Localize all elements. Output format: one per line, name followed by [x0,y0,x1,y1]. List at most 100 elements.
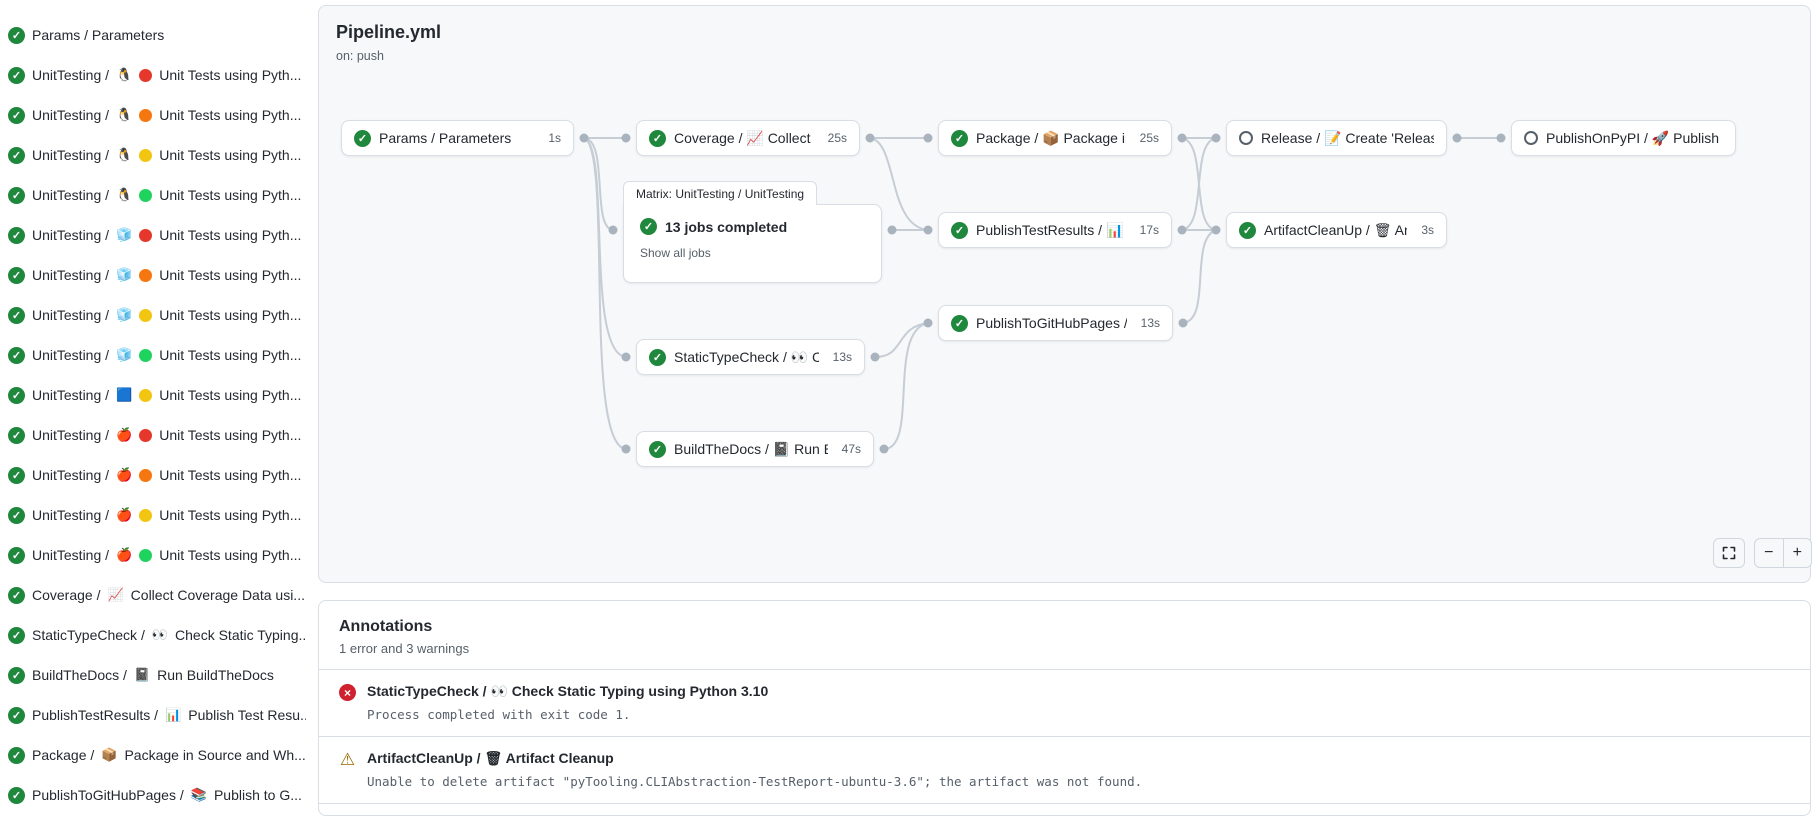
warning-icon: ⚠ [339,750,356,769]
check-circle-icon: ✓ [8,106,25,124]
sidebar-item-publishtogithubpages[interactable]: ✓ PublishToGitHubPages / 📚 Publish to G.… [0,775,306,815]
job-label-rest: Unit Tests using Pyth... [159,427,302,443]
annotations-header: Annotations 1 error and 3 warnings [319,601,1810,670]
zoom-in-button[interactable]: + [1792,544,1802,561]
check-circle-icon: ✓ [8,466,25,484]
sidebar-item-unittest-11[interactable]: ✓ UnitTesting / 🍎 Unit Tests using Pyth.… [0,455,306,495]
sidebar-item-publishtestresults[interactable]: ✓ PublishTestResults / 📊 Publish Test Re… [0,695,306,735]
graph-node-statictypecheck[interactable]: ✓ StaticTypeCheck / 👀 Chec... 13s [636,339,865,375]
check-circle-icon: ✓ [8,386,25,404]
success-icon: ✓ [951,221,968,239]
job-label: BuildTheDocs / [32,667,127,683]
sidebar-item-unittest-1[interactable]: ✓ UnitTesting / 🐧 Unit Tests using Pyth.… [0,55,306,95]
job-label: Coverage / [32,587,101,603]
check-circle-icon: ✓ [8,306,25,324]
check-circle-icon: ✓ [8,586,25,604]
sidebar-item-unittest-4[interactable]: ✓ UnitTesting / 🐧 Unit Tests using Pyth.… [0,175,306,215]
annotation-message: Process completed with exit code 1. [367,707,631,722]
job-label: UnitTesting / [32,67,110,83]
annotation-error-item: × StaticTypeCheck / 👀 Check Static Typin… [319,670,1810,737]
linux-icon: 🐧 [116,147,133,162]
sidebar-item-unittest-3[interactable]: ✓ UnitTesting / 🐧 Unit Tests using Pyth.… [0,135,306,175]
sidebar-item-unittest-6[interactable]: ✓ UnitTesting / 🧊 Unit Tests using Pyth.… [0,255,306,295]
sidebar-item-coverage[interactable]: ✓ Coverage / 📈 Collect Coverage Data usi… [0,575,306,615]
job-label-rest: Collect Coverage Data usi... [130,587,305,603]
linux-icon: 🐧 [116,187,133,202]
node-duration: 25s [827,131,847,145]
sidebar-item-unittest-9[interactable]: ✓ UnitTesting / 🟦 Unit Tests using Pyth.… [0,375,306,415]
annotation-job-link[interactable]: ArtifactCleanUp / 🗑 Artifact Cleanup [367,750,614,766]
macos-icon: 🍎 [116,547,133,562]
matrix-summary-card[interactable]: ✓ 13 jobs completed Show all jobs [623,204,882,283]
check-circle-icon: ✓ [8,746,25,764]
graph-node-coverage[interactable]: ✓ Coverage / 📈 Collect Cove... 25s [636,120,860,156]
check-circle-icon: ✓ [8,146,25,164]
job-label-rest: Unit Tests using Pyth... [159,307,302,323]
python-version-dot [139,308,153,322]
macos-icon: 🍎 [116,467,133,482]
check-circle-icon: ✓ [8,346,25,364]
node-label: PublishTestResults / 📊 Pu... [976,221,1126,238]
linux-icon: 🐧 [116,107,133,122]
node-label: PublishOnPyPI / 🚀 Publish to ... [1546,129,1723,146]
success-icon: ✓ [354,129,371,147]
sidebar-item-package[interactable]: ✓ Package / 📦 Package in Source and Wh..… [0,735,306,775]
job-label: UnitTesting / [32,547,110,563]
sidebar-item-buildthedocs[interactable]: ✓ BuildTheDocs / 📓 Run BuildTheDocs [0,655,306,695]
graph-node-publishonpypi[interactable]: PublishOnPyPI / 🚀 Publish to ... [1511,120,1736,156]
node-duration: 13s [1140,316,1160,330]
workflow-file-title: Pipeline.yml [336,22,442,42]
sidebar-item-unittest-13[interactable]: ✓ UnitTesting / 🍎 Unit Tests using Pyth.… [0,535,306,575]
job-label: UnitTesting / [32,347,110,363]
graph-node-package[interactable]: ✓ Package / 📦 Package in So... 25s [938,120,1172,156]
python-version-dot [139,148,153,162]
python-version-dot [139,268,153,282]
check-circle-icon: ✓ [8,506,25,524]
node-label: Release / 📝 Create 'Release P... [1261,129,1434,146]
job-label: UnitTesting / [32,227,110,243]
check-circle-icon: ✓ [8,186,25,204]
graph-node-publishtogithubpages[interactable]: ✓ PublishToGitHubPages / 📚 ... 13s [938,305,1173,341]
job-label-rest: Unit Tests using Pyth... [159,107,302,123]
sidebar-item-unittest-5[interactable]: ✓ UnitTesting / 🧊 Unit Tests using Pyth.… [0,215,306,255]
job-label-rest: Unit Tests using Pyth... [159,547,302,563]
graph-node-release[interactable]: Release / 📝 Create 'Release P... [1226,120,1447,156]
eyes-icon: 👀 [151,627,169,642]
annotation-job-link[interactable]: StaticTypeCheck / 👀 Check Static Typing … [367,683,769,699]
check-circle-icon: ✓ [8,786,25,804]
sidebar-item-unittest-2[interactable]: ✓ UnitTesting / 🐧 Unit Tests using Pyth.… [0,95,306,135]
annotation-warning-item: ⚠ ArtifactCleanUp / 🗑 Artifact Cleanup U… [319,737,1810,804]
graph-node-publishtestresults[interactable]: ✓ PublishTestResults / 📊 Pu... 17s [938,212,1172,248]
sidebar-item-statictypecheck[interactable]: ✓ StaticTypeCheck / 👀 Check Static Typin… [0,615,306,655]
graph-node-buildthedocs[interactable]: ✓ BuildTheDocs / 📓 Run Buil... 47s [636,431,874,467]
success-icon: ✓ [1239,221,1256,239]
sidebar-item-unittest-7[interactable]: ✓ UnitTesting / 🧊 Unit Tests using Pyth.… [0,295,306,335]
graph-node-params[interactable]: ✓ Params / Parameters 1s [341,120,574,156]
python-version-dot [139,548,153,562]
python-version-dot [139,468,153,482]
matrix-tab-label: Matrix: UnitTesting / UnitTesting [623,181,818,205]
graph-edges [579,133,1506,454]
annotations-summary: 1 error and 3 warnings [339,641,470,656]
job-label-rest: Unit Tests using Pyth... [159,227,302,243]
macos-icon: 🍎 [116,507,133,522]
job-label: UnitTesting / [32,107,110,123]
zoom-out-button[interactable]: − [1755,539,1784,567]
sidebar-item-unittest-10[interactable]: ✓ UnitTesting / 🍎 Unit Tests using Pyth.… [0,415,306,455]
python-version-dot [139,428,153,442]
graph-node-artifactcleanup[interactable]: ✓ ArtifactCleanUp / 🗑 Artifac... 3s [1226,212,1447,248]
error-icon: × [339,684,356,701]
check-circle-icon: ✓ [8,266,25,284]
fullscreen-button[interactable] [1713,538,1745,568]
show-all-jobs-link[interactable]: Show all jobs [640,246,711,260]
check-circle-icon: ✓ [8,66,25,84]
sidebar-item-params[interactable]: ✓ Params / Parameters [0,15,306,55]
job-label: UnitTesting / [32,387,110,403]
sidebar-item-unittest-12[interactable]: ✓ UnitTesting / 🍎 Unit Tests using Pyth.… [0,495,306,535]
check-circle-icon: ✓ [8,426,25,444]
job-label-rest: Unit Tests using Pyth... [159,147,302,163]
success-icon: ✓ [640,218,657,235]
job-label: PublishTestResults / [32,707,159,723]
sidebar-item-unittest-8[interactable]: ✓ UnitTesting / 🧊 Unit Tests using Pyth.… [0,335,306,375]
node-duration: 1s [548,131,561,145]
